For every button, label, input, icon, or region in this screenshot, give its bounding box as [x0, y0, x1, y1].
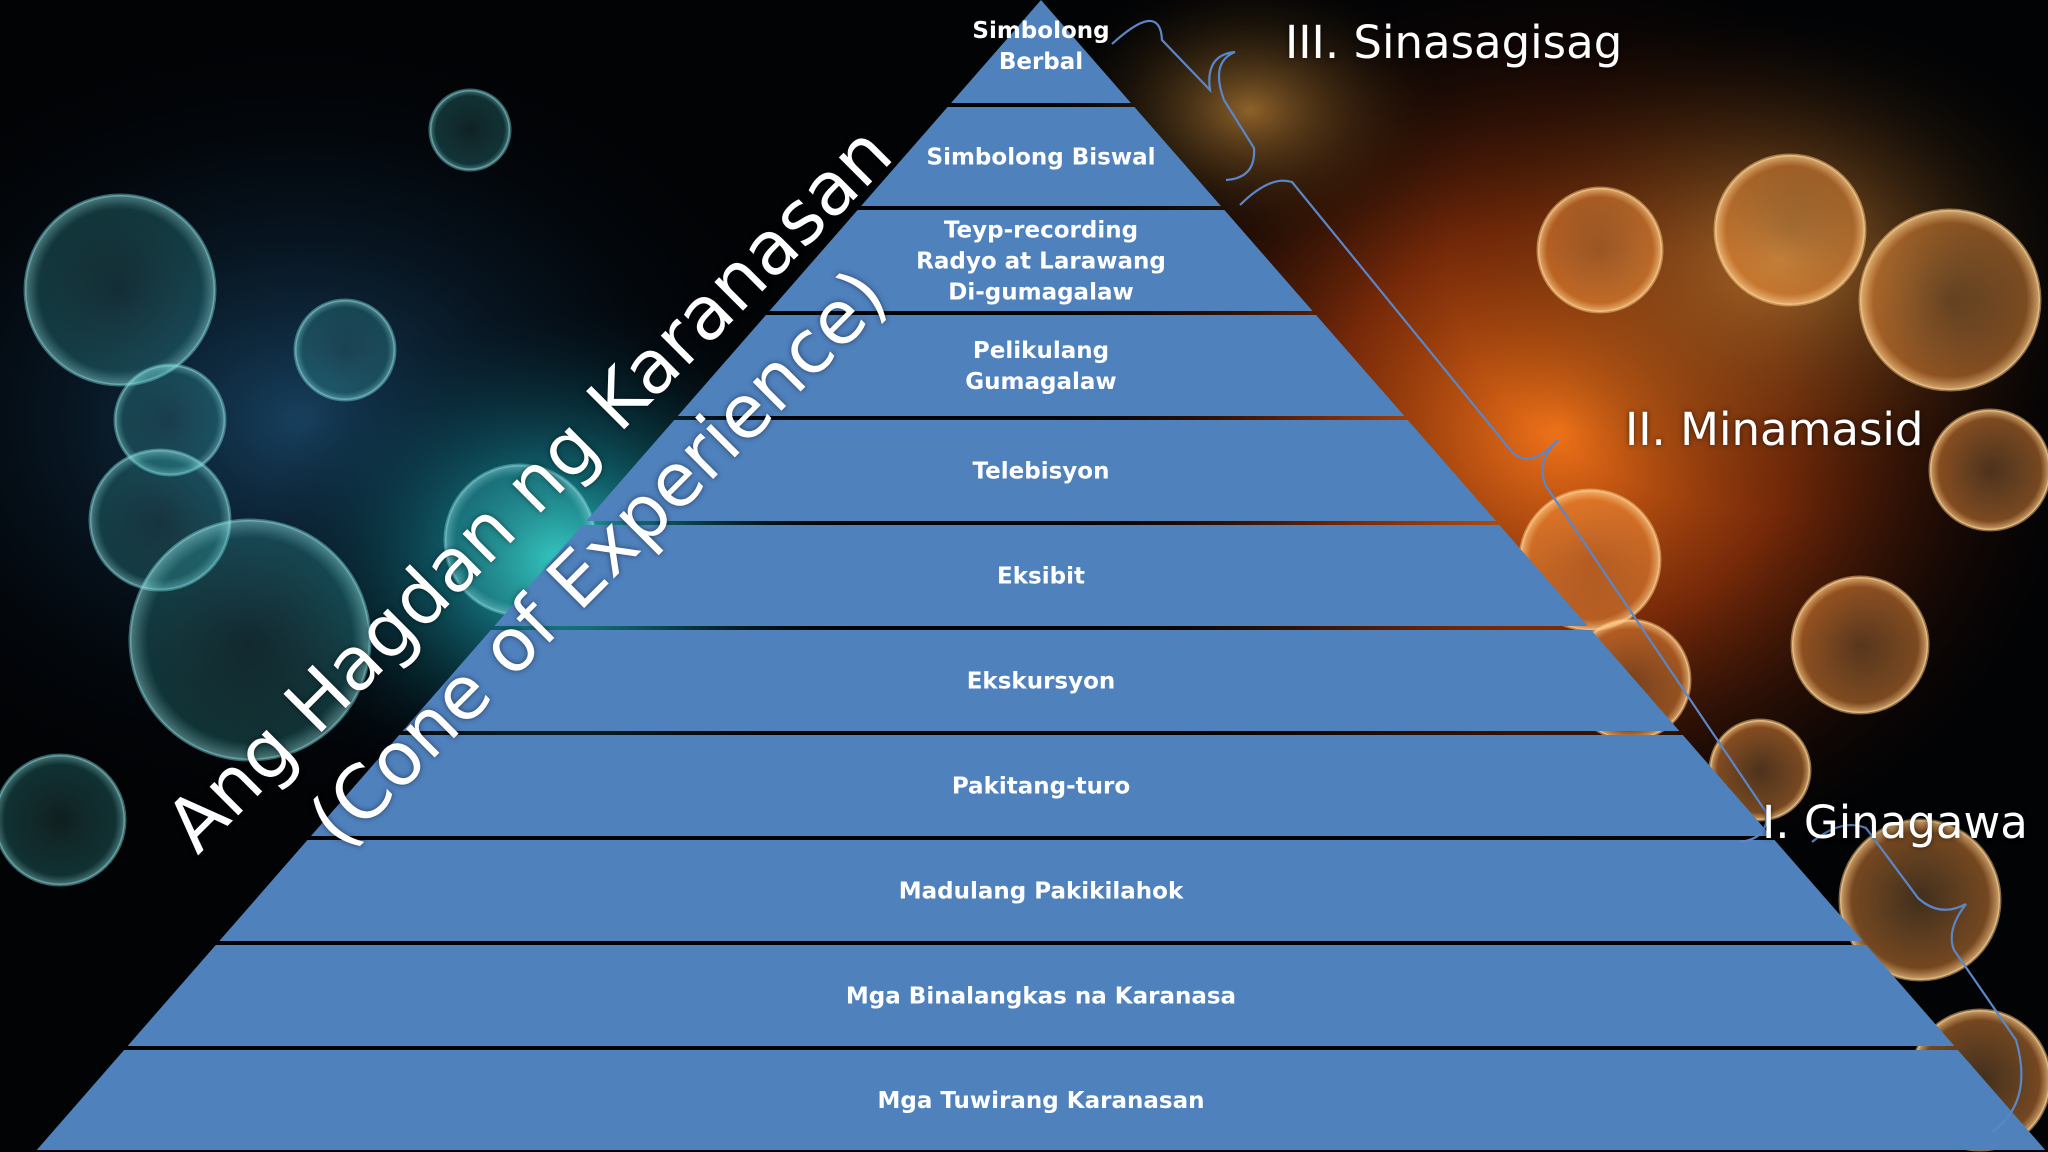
brace-minamasid	[1239, 179, 1768, 844]
pyramid-level-10	[127, 945, 1955, 1046]
brace-ginagawa	[1811, 824, 2023, 1133]
pyramid-level-1	[951, 0, 1131, 103]
pyramid-level-5	[586, 420, 1496, 521]
pyramid-level-label-10: Mga Binalangkas na Karanasa	[846, 984, 1236, 1010]
pyramid-level-label-8: Pakitang-turo	[952, 774, 1130, 800]
pyramid-level-label-9: Madulang Pakikilahok	[899, 879, 1184, 905]
section-braces	[1111, 19, 2023, 1133]
pyramid-level-3	[769, 210, 1313, 311]
pyramid-level-11	[36, 1050, 2046, 1150]
pyramid-level-2	[861, 107, 1221, 206]
pyramid-level-label-5: Telebisyon	[973, 459, 1110, 485]
section-label-sinasagisag: III. Sinasagisag	[1285, 16, 1623, 69]
pyramid-level-4	[677, 315, 1405, 416]
section-label-minamasid: II. Minamasid	[1625, 403, 1924, 456]
pyramid-level-8	[310, 735, 1772, 836]
pyramid-level-label-7: Ekskursyon	[967, 669, 1116, 695]
pyramid-level-6	[494, 525, 1588, 626]
pyramid-level-label-2: Simbolong Biswal	[927, 145, 1156, 171]
brace-sinasagisag	[1111, 19, 1256, 182]
pyramid-level-label-11: Mga Tuwirang Karanasan	[878, 1088, 1205, 1114]
pyramid-level-9	[219, 840, 1863, 941]
section-label-ginagawa: I. Ginagawa	[1762, 796, 2028, 849]
pyramid-level-7	[402, 630, 1680, 731]
pyramid-level-label-6: Eksibit	[997, 564, 1085, 590]
